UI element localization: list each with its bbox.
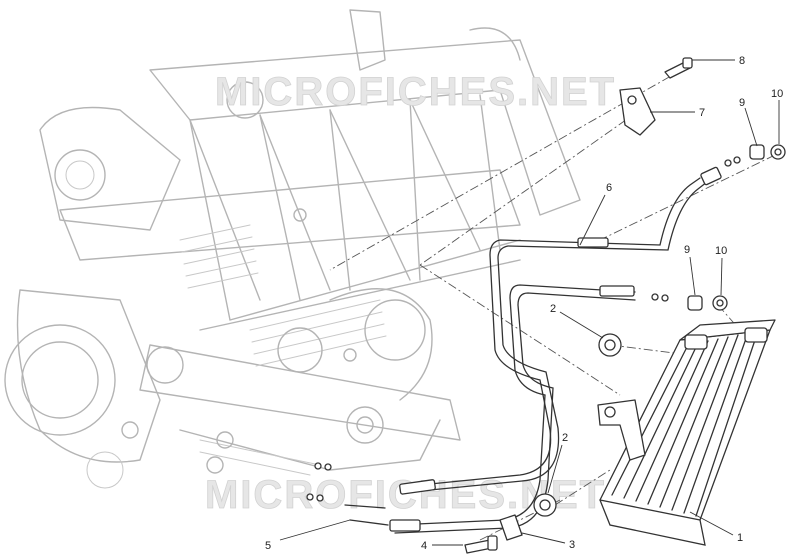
fittings <box>306 57 786 554</box>
oil-cooler <box>597 319 776 546</box>
callout-6: 6 <box>606 182 612 194</box>
watermark-top: MICROFICHES.NET <box>215 70 616 114</box>
lower-oil-pipe <box>344 284 636 534</box>
callout-10-upper: 10 <box>771 88 783 100</box>
callout-9-upper: 9 <box>739 97 745 109</box>
callout-leaders <box>279 59 780 546</box>
callout-2-upper: 2 <box>550 303 556 315</box>
callout-7: 7 <box>699 107 705 119</box>
callout-10-lower: 10 <box>715 245 727 257</box>
callout-2-lower: 2 <box>562 432 568 444</box>
callout-8: 8 <box>739 55 745 67</box>
upper-oil-pipe <box>399 166 722 495</box>
callout-1: 1 <box>737 532 743 544</box>
engine-frame-background <box>4 9 581 489</box>
callout-5: 5 <box>265 540 271 552</box>
callout-9-lower: 9 <box>684 244 690 256</box>
callout-3: 3 <box>569 539 575 551</box>
callout-4: 4 <box>421 540 427 552</box>
callout-labels: 8 7 9 10 6 9 10 2 2 3 4 5 1 <box>265 55 783 552</box>
watermark-bottom: MICROFICHES.NET <box>205 473 606 517</box>
